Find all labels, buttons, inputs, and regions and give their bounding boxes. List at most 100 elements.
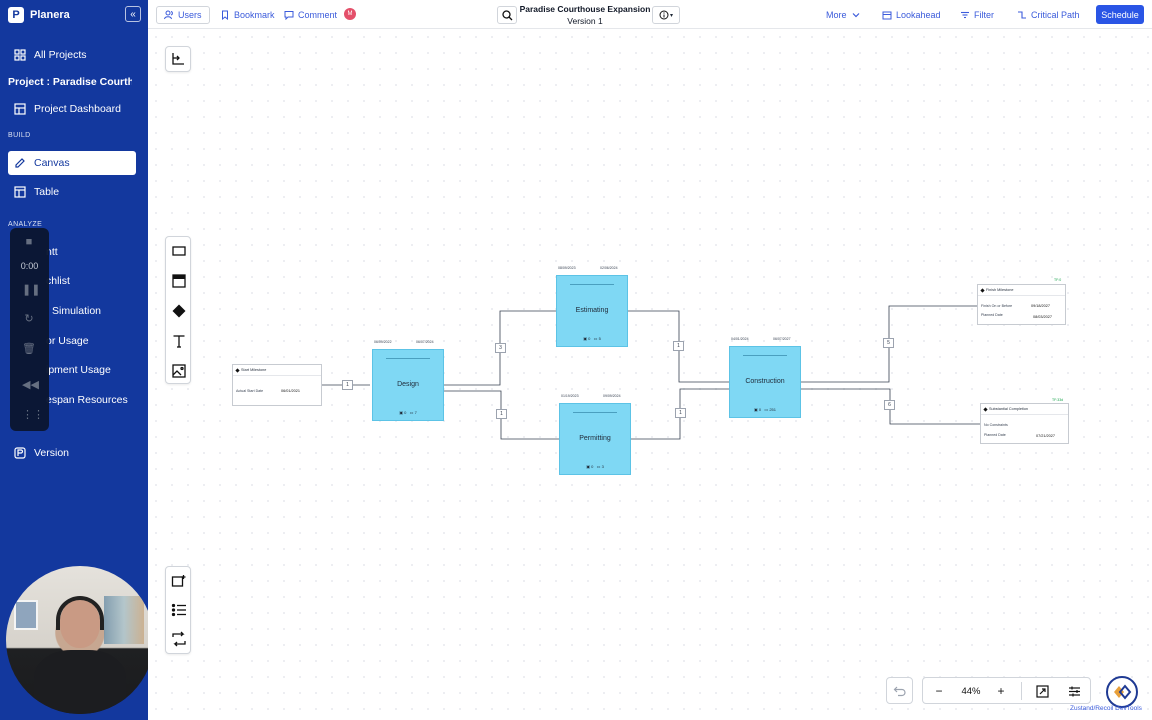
text-tool-icon[interactable] xyxy=(171,333,187,349)
total-float-tag: TF:0 xyxy=(1054,278,1062,282)
count-value: 7 xyxy=(414,410,417,415)
schedule-button[interactable]: Schedule xyxy=(1096,5,1144,24)
activity-counts: ▣ 0 ▭ 5 xyxy=(583,336,601,341)
user-avatar[interactable]: M xyxy=(344,8,356,20)
views-toolbox xyxy=(165,566,191,654)
auto-layout-icon[interactable] xyxy=(170,51,186,67)
construction-end-date: 06/07/2027 xyxy=(773,337,791,341)
stop-record-icon[interactable]: ■ xyxy=(25,236,33,248)
rewind-icon[interactable]: ◀◀ xyxy=(22,379,39,391)
sidebar-item-label: Canvas xyxy=(34,157,70,169)
chevron-down-icon xyxy=(852,13,859,18)
sidebar-item-label: chlist xyxy=(46,275,70,287)
devtools-logo-icon[interactable] xyxy=(1106,676,1138,708)
devtools-label[interactable]: Zustand/Recoil DevTools xyxy=(1070,705,1142,712)
count-value: 0 xyxy=(758,407,762,412)
sidebar-item-simulation[interactable]: Simulation xyxy=(46,299,136,323)
table-icon xyxy=(14,186,26,198)
lag-label[interactable]: 5 xyxy=(883,338,894,348)
lag-label[interactable]: 1 xyxy=(675,408,686,418)
header-box-tool-icon[interactable] xyxy=(171,273,187,289)
bookmark-label: Bookmark xyxy=(234,10,275,20)
schedule-canvas[interactable]: 1 3 1 1 1 5 6 Start Milestone Actual Sta… xyxy=(148,29,1152,720)
lookahead-button[interactable]: Lookahead xyxy=(882,6,941,24)
list-icon[interactable] xyxy=(171,602,187,618)
sidebar-item-gantt[interactable]: ntt xyxy=(46,240,136,264)
restart-icon[interactable]: ↻ xyxy=(24,313,34,325)
filter-button[interactable]: Filter xyxy=(960,6,994,24)
project-name: Project : Paradise Courth... xyxy=(8,76,132,88)
sidebar-item-timespan-resources[interactable]: espan Resources xyxy=(46,388,136,412)
sidebar-item-table[interactable]: Table xyxy=(8,180,136,204)
node-divider xyxy=(742,355,788,356)
milestone-field-label: Planned Date xyxy=(984,433,1006,437)
design-start-date: 06/09/2022 xyxy=(374,340,392,344)
activity-counts: ▣ 0 ▭ 7 xyxy=(399,410,417,415)
milestone-diamond-icon[interactable] xyxy=(171,303,187,319)
canvas-settings-button[interactable] xyxy=(1066,682,1082,700)
sidebar-item-project-dashboard[interactable]: Project Dashboard xyxy=(8,97,136,121)
comment-button[interactable]: Comment xyxy=(284,6,337,24)
lookahead-label: Lookahead xyxy=(896,10,941,20)
image-tool-icon[interactable] xyxy=(171,363,187,379)
lag-label[interactable]: 6 xyxy=(884,400,895,410)
bookmark-button[interactable]: Bookmark xyxy=(220,6,275,24)
critical-path-button[interactable]: Critical Path xyxy=(1017,6,1080,24)
add-view-icon[interactable] xyxy=(171,573,187,589)
calendar-icon xyxy=(882,11,892,20)
undo-icon xyxy=(893,686,906,696)
permitting-end-date: 09/09/2024 xyxy=(603,394,621,398)
divider xyxy=(1021,682,1022,700)
drag-handle-icon[interactable]: ⋮⋮ xyxy=(22,409,44,421)
zoom-level[interactable]: 44% xyxy=(961,685,981,697)
collapse-sidebar-button[interactable]: « xyxy=(125,6,141,22)
rectangle-tool-icon[interactable] xyxy=(171,243,187,259)
count-value: 3 xyxy=(601,464,604,469)
trash-icon[interactable]: 🗑 xyxy=(22,343,36,355)
lag-label[interactable]: 1 xyxy=(496,409,507,419)
sidebar-item-label: Simulation xyxy=(52,305,102,317)
node-divider xyxy=(385,358,431,359)
info-dropdown-button[interactable]: ▾ xyxy=(652,6,680,24)
recording-time: 0:00 xyxy=(20,261,39,271)
fit-to-screen-button[interactable] xyxy=(1034,682,1050,700)
activity-node-permitting[interactable]: Permitting ▣ 0 ▭ 3 xyxy=(559,403,631,475)
fit-screen-icon xyxy=(1035,684,1049,698)
more-button[interactable]: More xyxy=(826,6,861,24)
search-button[interactable] xyxy=(497,6,517,24)
presenter-body xyxy=(34,650,126,714)
activity-node-design[interactable]: Design ▣ 0 ▭ 7 xyxy=(372,349,444,421)
sidebar-item-watchlist[interactable]: chlist xyxy=(46,269,136,293)
lag-label[interactable]: 1 xyxy=(673,341,684,351)
pause-icon[interactable]: ❚❚ xyxy=(22,284,41,296)
version-label: Version 1 xyxy=(567,16,603,26)
zoom-in-button[interactable]: + xyxy=(997,684,1005,698)
sidebar-item-all-projects[interactable]: All Projects xyxy=(8,43,136,67)
activity-counts: ▣ 0 ▭ 3 xyxy=(586,464,604,469)
activity-counts: ▣ 0 ▭ 251 xyxy=(753,407,777,412)
milestone-title: Finish Milestone xyxy=(978,285,1065,296)
users-button[interactable]: Users xyxy=(156,6,210,24)
substantial-completion-node[interactable]: Substantial Completion No Constraints Pl… xyxy=(980,403,1069,444)
zoom-controls: − 44% + xyxy=(922,677,1091,704)
swap-icon[interactable] xyxy=(171,631,187,647)
sidebar-item-equipment-usage[interactable]: ipment Usage xyxy=(46,358,136,382)
brand[interactable]: P Planera xyxy=(8,6,70,24)
project-title: Paradise Courthouse Expansion xyxy=(519,4,651,14)
lag-label[interactable]: 1 xyxy=(342,380,353,390)
zoom-out-button[interactable]: − xyxy=(935,684,943,698)
activity-node-construction[interactable]: Construction ▣ 0 ▭ 251 xyxy=(729,346,801,418)
finish-milestone-node[interactable]: Finish Milestone Finish On or Before 09/… xyxy=(977,284,1066,325)
webcam-bubble[interactable] xyxy=(6,566,154,714)
wall-picture xyxy=(14,600,38,630)
activity-node-estimating[interactable]: Estimating ▣ 0 ▭ 5 xyxy=(556,275,628,347)
critical-path-icon xyxy=(1018,11,1026,19)
section-label-analyze: ANALYZE xyxy=(8,221,43,228)
sidebar-item-version[interactable]: Version xyxy=(8,441,136,465)
sidebar-item-labor-usage[interactable]: or Usage xyxy=(46,329,136,353)
start-milestone-node[interactable]: Start Milestone Actual Start Date 06/01/… xyxy=(232,364,322,406)
lag-label[interactable]: 3 xyxy=(495,343,506,353)
milestone-field-value: 08/03/2027 xyxy=(1033,315,1053,319)
undo-button[interactable] xyxy=(886,677,913,704)
sidebar-item-canvas[interactable]: Canvas xyxy=(8,151,136,175)
